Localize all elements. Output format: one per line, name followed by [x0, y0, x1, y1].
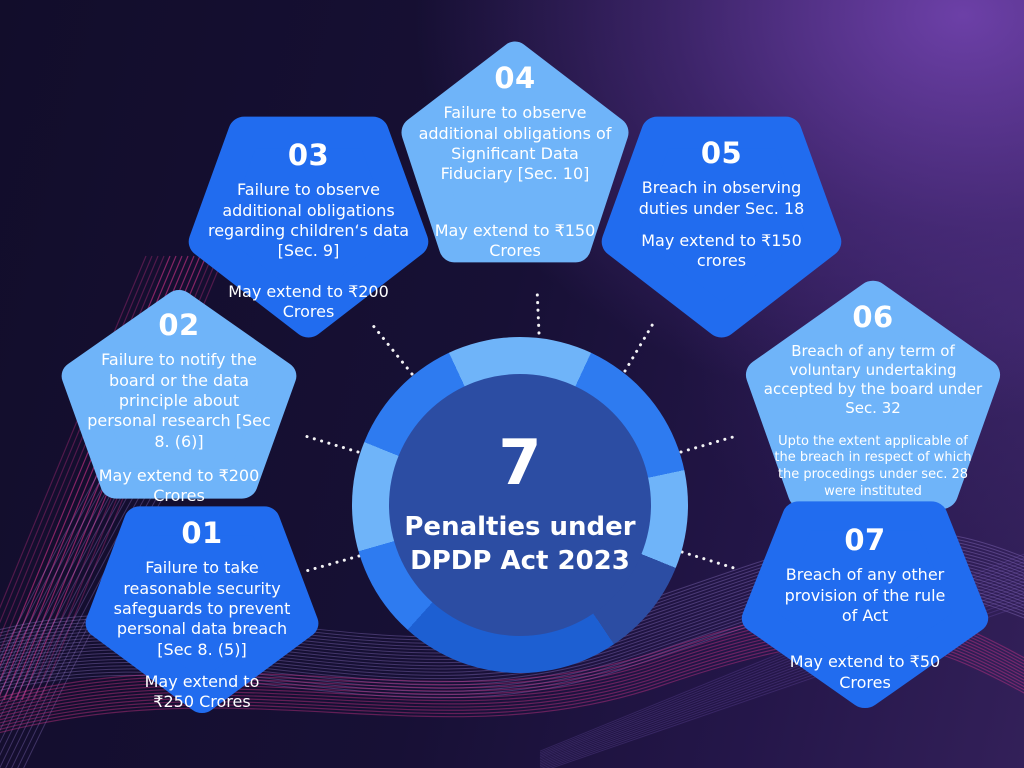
penalty-number: 05	[700, 136, 743, 170]
penalty-amount: May extend to ₹50 Crores	[789, 652, 941, 692]
penalty-description: Breach of any other provision of the rul…	[784, 565, 946, 625]
penalty-description: Breach in observing duties under Sec. 18	[638, 178, 805, 218]
pentagon-shape-down	[85, 506, 319, 714]
penalty-count: 7	[498, 425, 542, 499]
penalty-description: Breach of any term of voluntary undertak…	[763, 342, 983, 418]
penalty-number: 06	[852, 300, 894, 334]
connector-dotted-line-07	[680, 550, 736, 570]
penalty-description: Failure to observe additional obligation…	[207, 180, 410, 261]
penalty-card-02: 02 Failure to notify the board or the da…	[58, 282, 300, 505]
pentagon-shape-down	[741, 501, 989, 709]
pentagon-shape-up	[745, 280, 1001, 510]
penalty-amount: May extend to ₹200 Crores	[228, 281, 389, 321]
infographic-title: Penalties under DPDP Act 2023	[404, 511, 636, 576]
penalty-description: Failure to observe additional obligation…	[418, 103, 612, 184]
penalty-amount: May extend to ₹250 Crores	[144, 671, 260, 712]
connector-dotted-line-06	[679, 435, 735, 454]
penalty-number: 07	[844, 523, 886, 557]
penalty-number: 03	[287, 138, 330, 172]
center-ring: 7 Penalties under DPDP Act 2023	[352, 337, 688, 673]
penalty-card-04: 04 Failure to observe additional obligat…	[398, 33, 632, 266]
center-circle: 7 Penalties under DPDP Act 2023	[389, 374, 651, 636]
connector-dotted-line-02	[303, 434, 360, 454]
penalty-card-01: 01 Failure to take reasonable security s…	[82, 503, 322, 721]
penalty-description: Failure to notify the board or the data …	[87, 350, 271, 451]
pentagon-shape-down	[601, 116, 842, 338]
connector-dotted-line-03	[369, 321, 414, 376]
penalty-number: 04	[494, 61, 536, 95]
penalty-card-06: 06 Breach of any term of voluntary under…	[742, 272, 1004, 513]
penalty-amount: May extend to ₹200 Crores	[98, 465, 260, 506]
penalty-number: 02	[158, 308, 200, 342]
pentagon-shape-up	[401, 41, 629, 263]
connector-dotted-line-04	[535, 286, 541, 335]
penalty-card-05: 05 Breach in observing duties under Sec.…	[598, 113, 845, 346]
penalty-description: Failure to take reasonable security safe…	[113, 558, 291, 659]
penalty-card-03: 03 Failure to observe additional obligat…	[185, 113, 432, 346]
penalty-amount: May extend to ₹150 Crores	[434, 220, 596, 260]
penalty-card-07: 07 Breach of any other provision of the …	[738, 498, 992, 716]
connector-dotted-line-01	[304, 554, 361, 573]
pentagon-shape-down	[188, 116, 429, 338]
penalty-note: Upto the extent applicable of the breach…	[774, 433, 972, 500]
penalty-amount: May extend to ₹150 crores	[641, 230, 802, 271]
pentagon-shape-up	[61, 290, 297, 499]
penalty-number: 01	[181, 516, 223, 550]
